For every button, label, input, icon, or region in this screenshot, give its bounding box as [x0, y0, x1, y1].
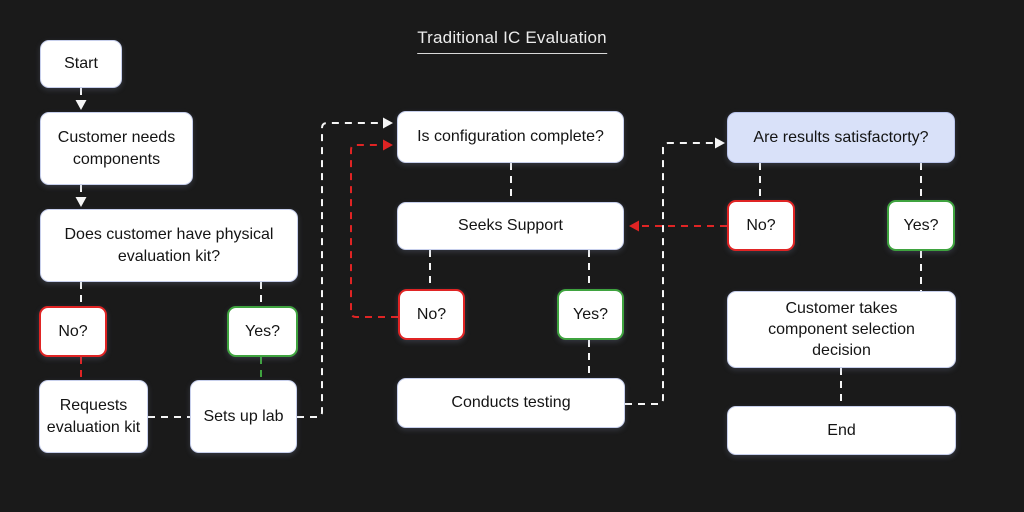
node-conducts-testing: Conducts testing: [397, 378, 625, 428]
node-yes-kit: Yes?: [227, 306, 298, 357]
node-customer-takes-decision: Customer takes component selection decis…: [727, 291, 956, 368]
arrowhead-down-icon: [75, 100, 87, 110]
node-end: End: [727, 406, 956, 455]
node-is-configuration-complete: Is configuration complete?: [397, 111, 624, 163]
node-seeks-support: Seeks Support: [397, 202, 624, 250]
node-yes-results: Yes?: [887, 200, 955, 251]
node-are-results-satisfactory: Are results satisfactorty?: [727, 112, 955, 163]
edge-no2-to-is-config: [350, 144, 398, 318]
node-has-evaluation-kit-question: Does customer have physical evaluation k…: [40, 209, 298, 282]
node-no-kit: No?: [39, 306, 107, 357]
arrowhead-right-icon: [383, 139, 393, 151]
node-start: Start: [40, 40, 122, 88]
node-sets-up-lab: Sets up lab: [190, 380, 297, 453]
arrowhead-left-icon: [629, 220, 639, 232]
node-no-results: No?: [727, 200, 795, 251]
arrowhead-right-icon: [383, 117, 393, 129]
diagram-title: Traditional IC Evaluation: [417, 28, 607, 54]
node-requests-evaluation-kit: Requests evaluation kit: [39, 380, 148, 453]
arrowhead-right-icon: [715, 137, 725, 149]
node-customer-needs-components: Customer needs components: [40, 112, 193, 185]
node-yes-config: Yes?: [557, 289, 624, 340]
arrowhead-down-icon: [75, 197, 87, 207]
edge-conducts-testing-to-are-results: [625, 142, 713, 405]
node-no-config: No?: [398, 289, 465, 340]
edge-sets-up-lab-to-is-config: [297, 122, 381, 418]
